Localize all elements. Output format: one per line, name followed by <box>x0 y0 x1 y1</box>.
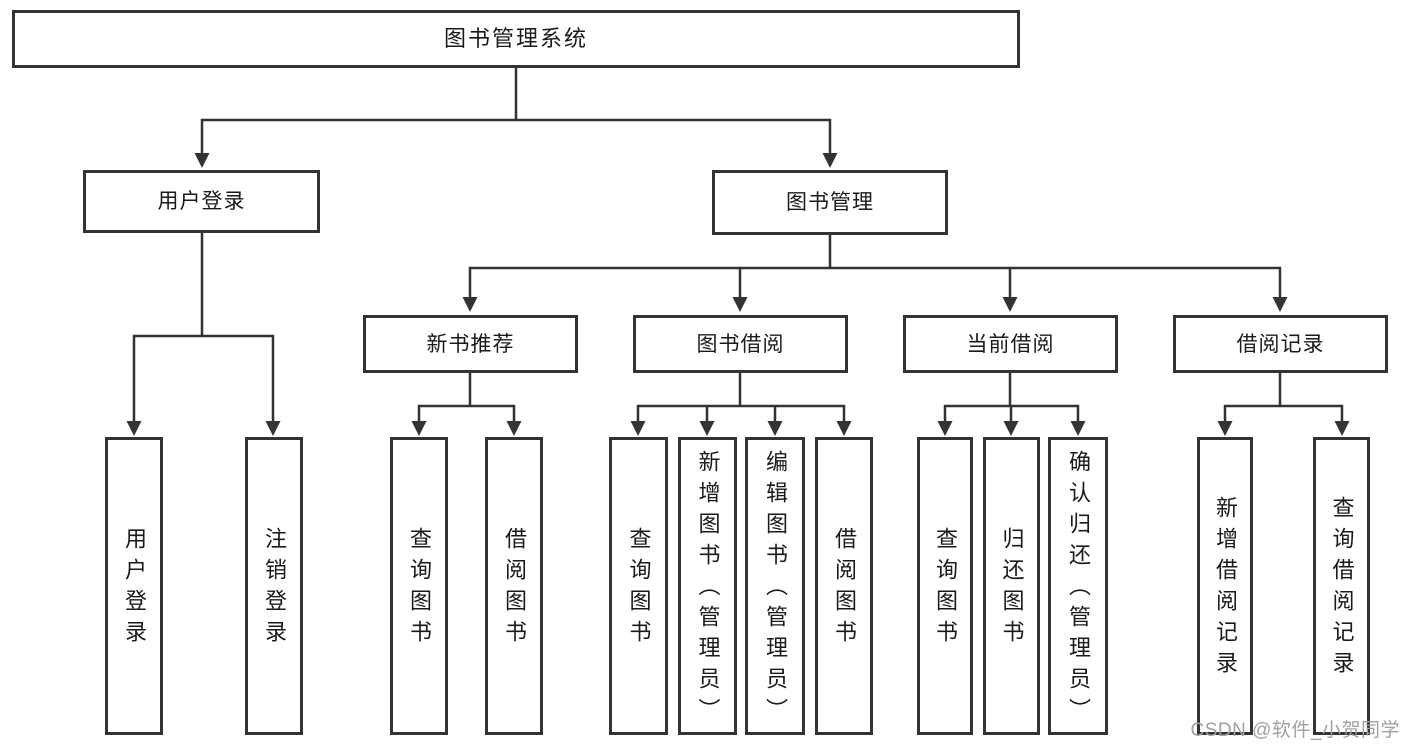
leaf-query-book-1: 查询图书 <box>390 437 448 735</box>
leaf-query-borrow-record: 查询借阅记录 <box>1313 437 1370 735</box>
leaf-edit-book-admin: 编辑图书（管理员） <box>745 437 805 735</box>
leaf-confirm-return-admin: 确认归还（管理员） <box>1048 437 1108 735</box>
csdn-watermark: CSDN @软件_小贺同学 <box>1190 720 1400 741</box>
node-library-system: 图书管理系统 <box>12 10 1020 68</box>
node-user-login: 用户登录 <box>83 170 320 233</box>
leaf-query-book-3: 查询图书 <box>917 437 973 735</box>
node-current-borrow: 当前借阅 <box>903 315 1118 373</box>
leaf-user-login: 用户登录 <box>105 437 163 735</box>
node-book-borrow: 图书借阅 <box>633 315 848 373</box>
node-borrow-records: 借阅记录 <box>1173 315 1388 373</box>
node-new-book-recommend: 新书推荐 <box>363 315 578 373</box>
leaf-borrow-book-2: 借阅图书 <box>815 437 873 735</box>
node-book-management: 图书管理 <box>712 170 948 235</box>
leaf-query-book-2: 查询图书 <box>609 437 668 735</box>
leaf-return-book: 归还图书 <box>983 437 1040 735</box>
leaf-add-borrow-record: 新增借阅记录 <box>1197 437 1253 735</box>
leaf-borrow-book-1: 借阅图书 <box>485 437 543 735</box>
leaf-add-book-admin: 新增图书（管理员） <box>678 437 737 735</box>
leaf-logout: 注销登录 <box>245 437 303 735</box>
